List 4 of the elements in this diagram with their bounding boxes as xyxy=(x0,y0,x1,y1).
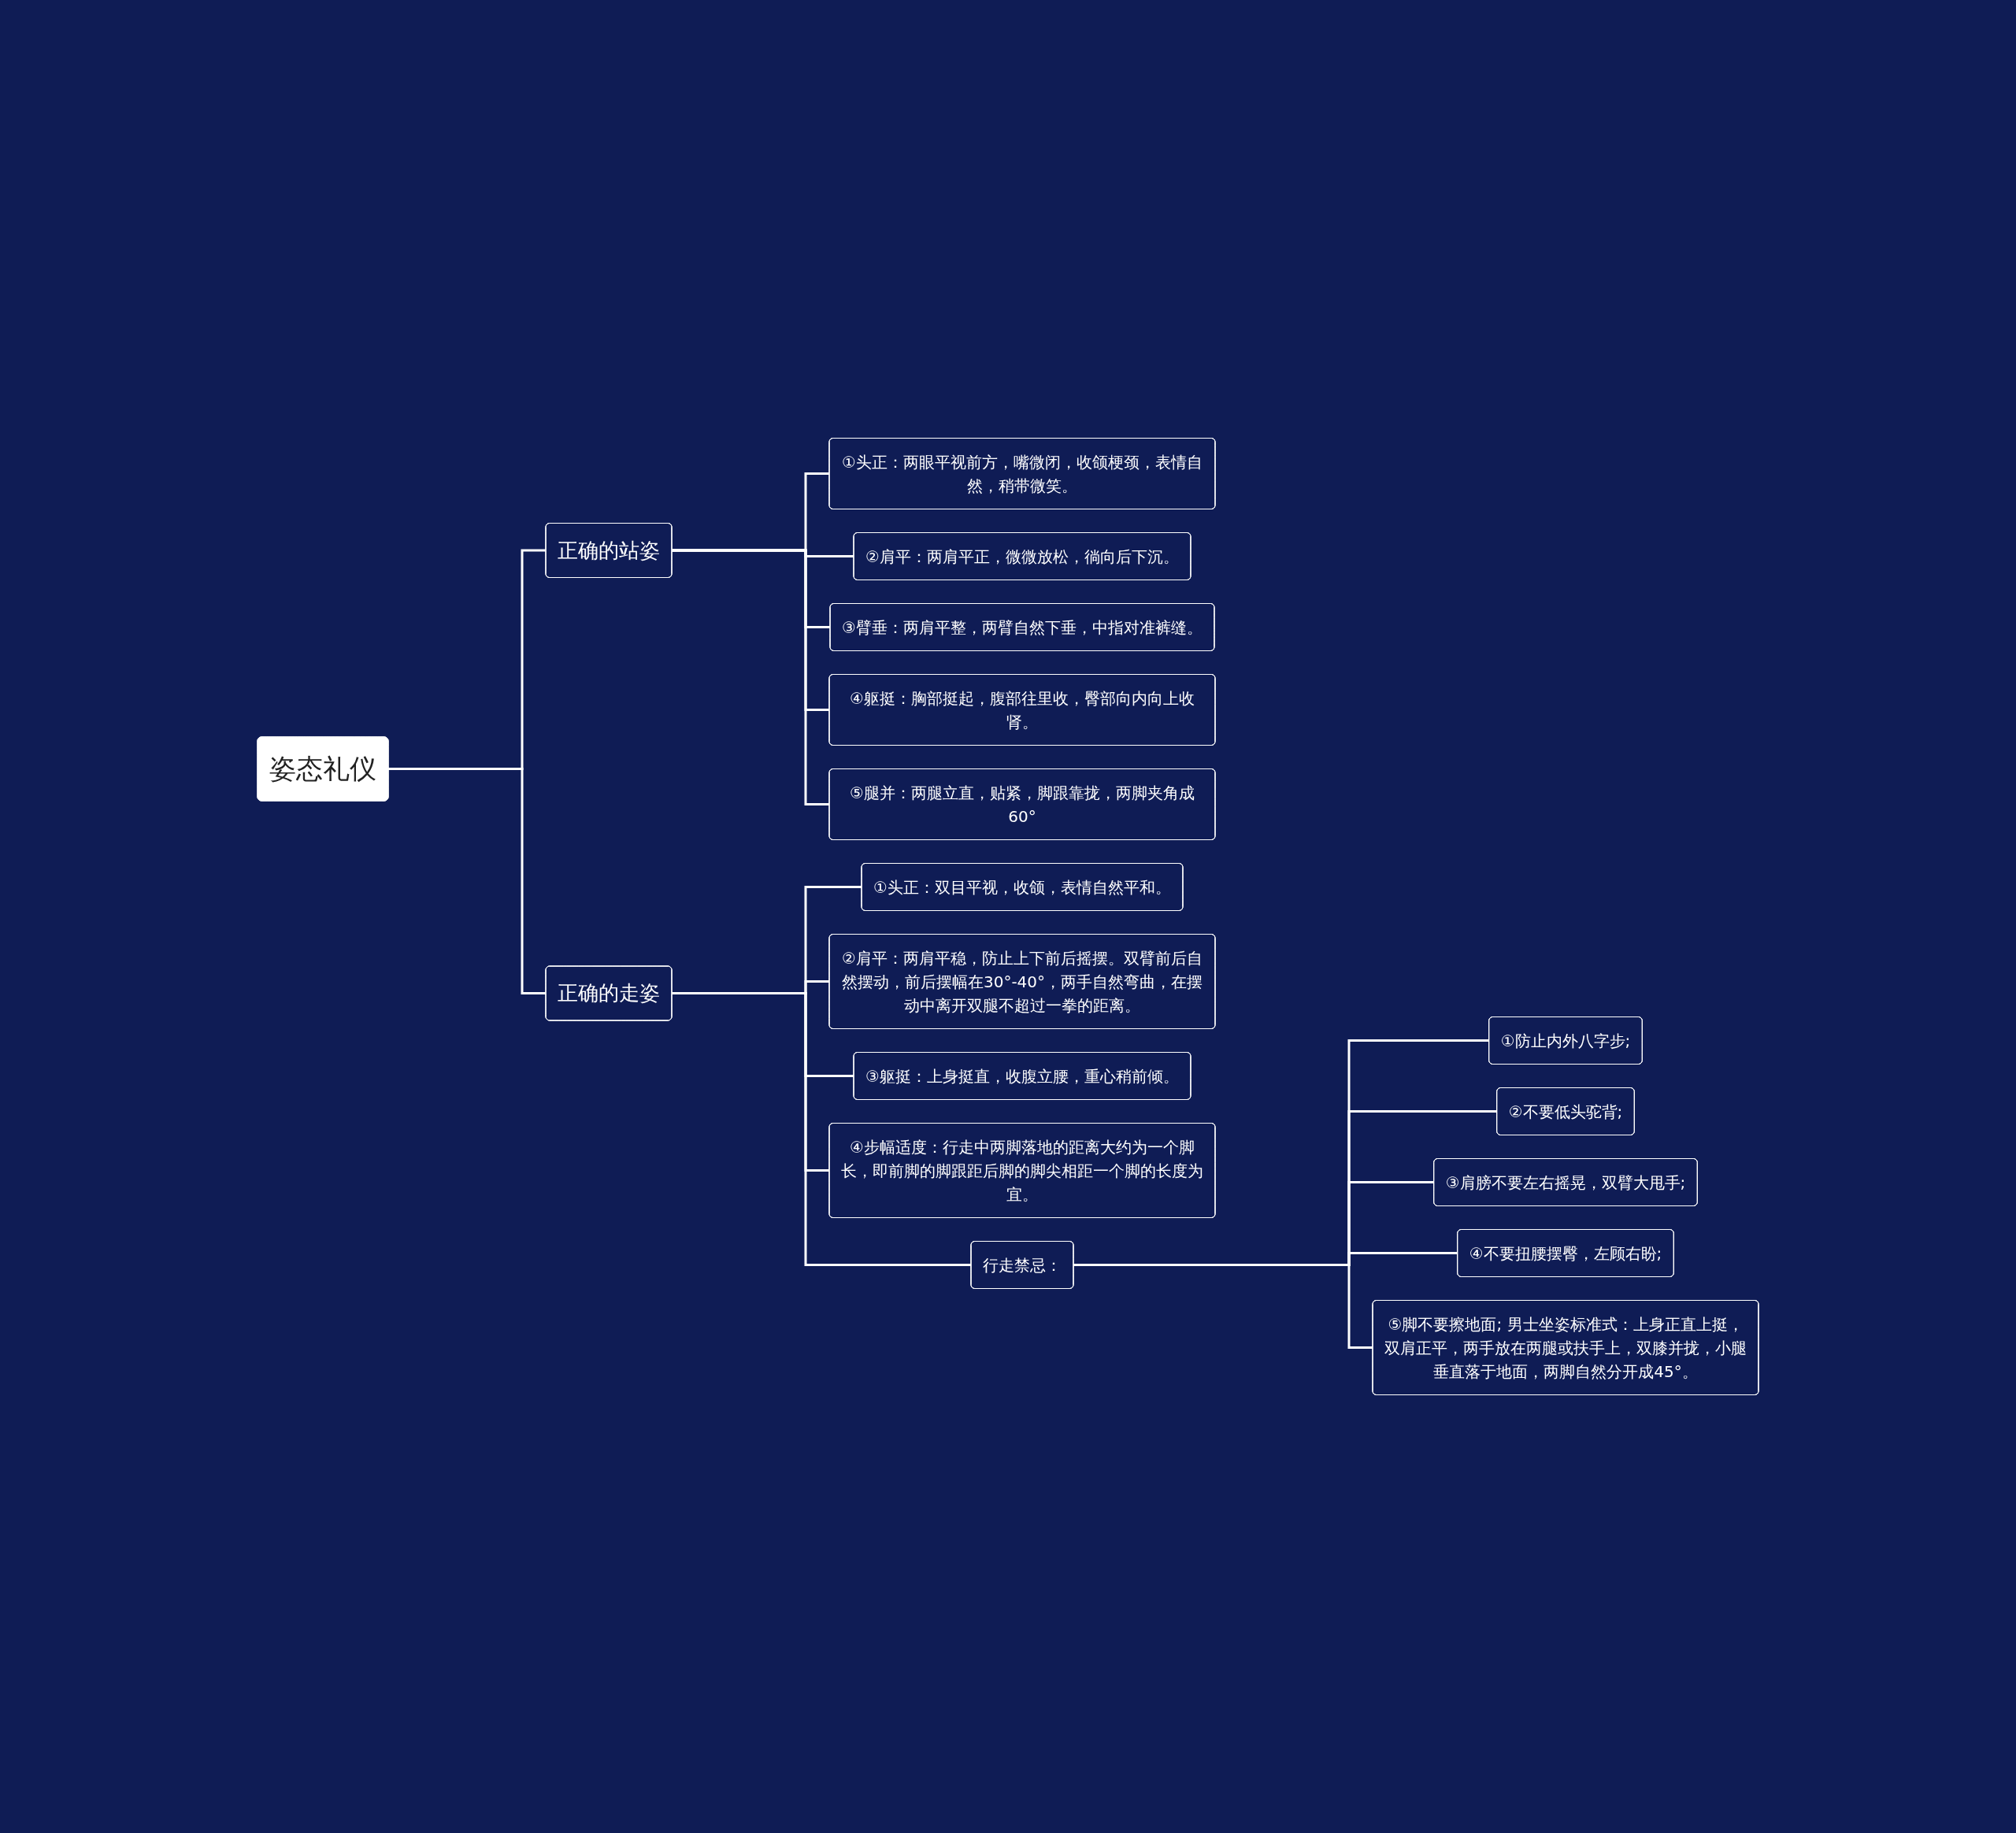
connector xyxy=(672,992,971,1266)
connector xyxy=(388,768,546,994)
connector xyxy=(672,549,829,805)
connector xyxy=(1073,1264,1373,1349)
